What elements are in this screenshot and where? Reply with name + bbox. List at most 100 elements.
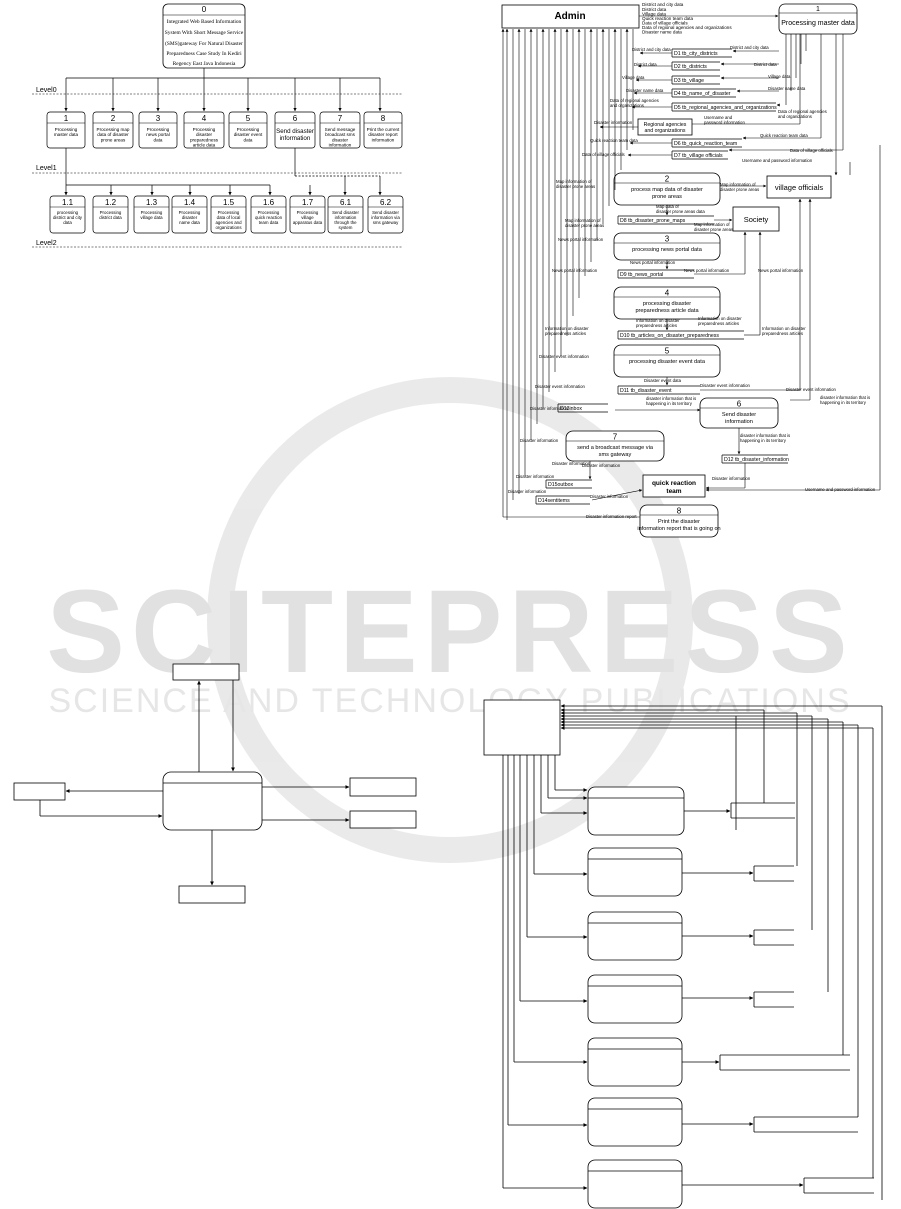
context-entity-right-2 xyxy=(349,810,417,829)
skeleton-process xyxy=(587,1159,683,1209)
dfd-flow-label: Disaster information xyxy=(508,489,547,494)
dfd-flow-label: preparedness articles xyxy=(636,323,677,328)
decomp-subprocess-line: data of local xyxy=(217,215,241,220)
dfd-flow-label: Username and password information xyxy=(742,158,813,163)
dfd-datastore-label: D12 tb_disaster_information xyxy=(724,457,789,463)
dfd-flow-label: News portal information xyxy=(684,268,730,273)
decomp-process-line: information xyxy=(372,137,395,142)
decomp-subprocess-line: information via xyxy=(371,215,400,220)
decomp-process-line: Processing xyxy=(55,127,78,132)
decomp-process-number: 2 xyxy=(111,114,116,123)
dfd-flow-label: Data of village officials xyxy=(790,148,833,153)
decomp-process-line: Send message xyxy=(325,127,356,132)
dfd-flow-label: Disaster information xyxy=(590,494,629,499)
context-entity-right-1 xyxy=(349,777,417,797)
decomp-subprocess-line: Processing xyxy=(100,210,122,215)
decomp-process-line: preparedness xyxy=(190,137,219,142)
dfd-process-number: 7 xyxy=(613,433,618,442)
dfd-entity-regional-line: and organizations xyxy=(645,128,686,134)
dfd-flow-label: District data xyxy=(634,62,657,67)
dfd-flow-label: Disaster event information xyxy=(700,383,751,388)
dfd-flow-label: Quick reaction team data xyxy=(590,138,638,143)
decomp-subprocess-line: through the xyxy=(334,220,357,225)
skeleton-process xyxy=(587,974,683,1024)
dfd-admin-flows xyxy=(505,28,634,520)
decomp-subprocess-line: district data xyxy=(99,215,122,220)
decomp-subprocess-number: 1.5 xyxy=(223,198,235,207)
level-label-1: Level1 xyxy=(36,165,57,172)
flow-label: Data of regional agencies and organizati… xyxy=(642,25,732,30)
decomp-process-line: broadcast sms xyxy=(325,132,356,137)
dfd-datastore: D15outbox xyxy=(545,479,592,489)
decomp-process-line: data of disaster xyxy=(97,132,129,137)
dfd-datastore: D13inbox xyxy=(557,403,608,413)
dfd-process-1: 1 Processing master data xyxy=(778,3,858,35)
context-entity-left xyxy=(13,782,66,801)
decomp-subprocess-number: 1.4 xyxy=(184,198,196,207)
decomp-process-line: Processing xyxy=(237,127,260,132)
dfd-flow-label: Map information of xyxy=(720,182,756,187)
dfd-process-number: 1 xyxy=(816,6,820,13)
dfd-process-number: 3 xyxy=(665,235,670,244)
dfd-flow-label: and organizations xyxy=(778,114,812,119)
decomp-subprocess-line: agencies and xyxy=(215,220,242,225)
skeleton-process xyxy=(587,1097,683,1147)
decomp-root-line: Regency East Java Indonesia xyxy=(173,61,236,67)
dfd-process-label: Send disaster xyxy=(722,412,756,418)
decomp-subprocess-line: Send disaster xyxy=(332,210,359,215)
decomp-subprocess-line: village xyxy=(301,215,314,220)
flow-label: District and city data xyxy=(642,2,684,7)
decomp-subprocess-line: processing xyxy=(57,210,79,215)
dfd-flow-label: Information on disaster xyxy=(698,316,742,321)
dfd-datastore-label: D6 tb_quick_reaction_team xyxy=(674,141,737,147)
decomp-process-number: 3 xyxy=(156,114,161,123)
dfd-flow-label: disaster prone areas xyxy=(565,223,604,228)
dfd-flow-label: disaster information that is xyxy=(740,433,790,438)
decomp-process-line: Send disaster xyxy=(276,128,314,135)
decomp-root: 0 Integrated Web Based Information Syste… xyxy=(162,3,246,69)
decomp-subprocess-line: disaster xyxy=(182,215,198,220)
dfd-flow-label: disaster information that is xyxy=(646,396,696,401)
dfd-flow-label: Quick reaction team data xyxy=(760,133,808,138)
dfd-datastore: D4 tb_name_of_disaster xyxy=(671,88,736,98)
dfd-datastore: D11 tb_disaster_event xyxy=(617,385,700,395)
dfd-admin-label: Admin xyxy=(554,11,585,22)
decomp-subprocess-line: village data xyxy=(140,215,163,220)
dfd-flow-label: preparedness articles xyxy=(698,321,739,326)
dfd-process-label: information xyxy=(725,419,753,425)
decomp-subprocess-line: Send disaster xyxy=(372,210,399,215)
dfd-flow-label: Map information of xyxy=(556,179,592,184)
dfd-process-label: processing disaster event data xyxy=(629,359,706,365)
level2-dfd-skeleton xyxy=(483,699,883,1209)
decomp-subprocess-line: Processing xyxy=(258,210,280,215)
dfd-process-number: 5 xyxy=(665,347,670,356)
dfd-flow-label: District and city data xyxy=(632,47,671,52)
context-process xyxy=(162,771,263,831)
dfd-flow-label: Username and password information xyxy=(805,487,876,492)
dfd-flow-label: and organizations xyxy=(610,103,644,108)
decomp-root-line: Integrated Web Based Information xyxy=(167,18,242,25)
dfd-flow-label: preparedness articles xyxy=(545,331,586,336)
watermark-ring xyxy=(207,377,693,863)
decomp-process-number: 7 xyxy=(338,114,343,123)
decomp-process-line: news portal xyxy=(146,132,170,137)
decomp-subprocess-line: information xyxy=(335,215,357,220)
decomp-process-line: master data xyxy=(54,132,79,137)
level-label-2: Level2 xyxy=(36,240,57,247)
dfd-datastore-label: D13inbox xyxy=(560,406,582,412)
dfd-admin xyxy=(501,4,640,29)
